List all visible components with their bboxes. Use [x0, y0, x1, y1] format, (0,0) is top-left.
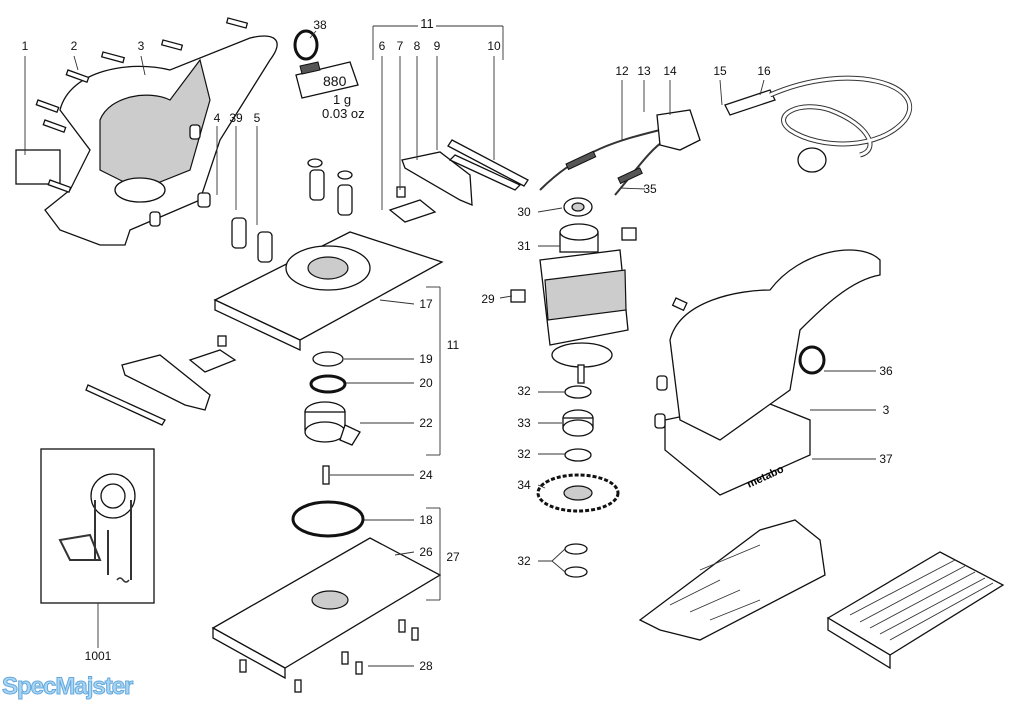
- grease-code: 880: [323, 73, 347, 89]
- sanding-pad-part: [211, 537, 442, 680]
- callout-12: 12: [615, 64, 629, 78]
- callout-4: 4: [214, 111, 221, 125]
- gear-bearing-parts: [536, 385, 620, 578]
- leader-line: [379, 299, 415, 305]
- base-plate-part: [213, 231, 444, 352]
- callout-5: 5: [254, 111, 261, 125]
- callout-39: 39: [229, 111, 243, 125]
- leader-line: [719, 79, 723, 106]
- callout-38: 38: [313, 18, 327, 32]
- callout-22: 22: [419, 416, 433, 430]
- callout-24: 24: [419, 468, 433, 482]
- seal-ring-part: [291, 500, 365, 538]
- callout-3: 3: [138, 39, 145, 53]
- leader-line: [537, 207, 563, 213]
- callout-33: 33: [517, 416, 531, 430]
- callout-10: 10: [487, 39, 501, 53]
- housing-half-part: [44, 35, 278, 246]
- callout-32: 32: [517, 447, 531, 461]
- callout-32: 32: [517, 554, 531, 568]
- leader-line: [538, 548, 566, 573]
- pad-screws-part: [239, 619, 419, 693]
- leader-line: [499, 295, 513, 299]
- callout-27: 27: [446, 550, 460, 564]
- callout-17: 17: [419, 297, 433, 311]
- watermark: SpecMajster: [1, 673, 133, 700]
- leader-line: [537, 484, 546, 489]
- callout-1: 1: [22, 39, 29, 53]
- callout-9: 9: [434, 39, 441, 53]
- callout-32: 32: [517, 384, 531, 398]
- callout-19: 19: [419, 352, 433, 366]
- callout-30: 30: [517, 205, 531, 219]
- leader-lines: [24, 25, 876, 667]
- callout-8: 8: [414, 39, 421, 53]
- callout-35: 35: [643, 182, 657, 196]
- callout-14: 14: [663, 64, 677, 78]
- leader-line: [309, 30, 317, 39]
- callout-18: 18: [419, 513, 433, 527]
- grease-label: 880 1 g 0.03 oz: [322, 73, 365, 121]
- leader-line: [619, 187, 646, 190]
- callout-1001: 1001: [85, 649, 112, 663]
- callout-11: 11: [447, 338, 460, 352]
- callout-7: 7: [397, 39, 404, 53]
- leader-line: [364, 508, 441, 600]
- pad-clamp-parts: [388, 139, 529, 223]
- callout-2: 2: [71, 39, 78, 53]
- callout-31: 31: [517, 239, 531, 253]
- grease-weight-oz: 0.03 oz: [322, 106, 365, 121]
- callout-20: 20: [419, 376, 433, 390]
- motor-armature-part: [510, 197, 637, 384]
- leader-line: [394, 551, 415, 556]
- callout-29: 29: [481, 292, 495, 306]
- bushings-part: [149, 124, 353, 263]
- screws-part: [35, 17, 249, 194]
- leader-line: [73, 55, 79, 71]
- callout-3: 3: [883, 403, 890, 417]
- bearing-stack-parts: [304, 351, 361, 485]
- wiring-diagram-inset: [40, 448, 155, 604]
- callout-11: 11: [420, 16, 434, 31]
- power-cord-part: [539, 75, 913, 196]
- callout-15: 15: [713, 64, 727, 78]
- o-ring-part: [293, 29, 319, 61]
- leader-line: [140, 55, 146, 76]
- assembled-sander-part: metabo: [654, 249, 881, 496]
- callout-6: 6: [379, 39, 386, 53]
- callout-26: 26: [419, 545, 433, 559]
- callout-13: 13: [637, 64, 651, 78]
- leader-line: [372, 25, 504, 60]
- grease-tube-part: [295, 61, 359, 99]
- callout-28: 28: [419, 659, 433, 673]
- grease-weight: 1 g: [333, 92, 351, 107]
- leader-line: [759, 79, 765, 96]
- label-plate-part: [15, 149, 61, 185]
- callout-16: 16: [757, 64, 771, 78]
- callout-34: 34: [517, 478, 531, 492]
- filter-part: [826, 551, 1005, 670]
- callout-36: 36: [879, 364, 893, 378]
- lower-clamp-parts: [85, 335, 237, 426]
- callout-37: 37: [879, 452, 893, 466]
- dust-shroud-part: [638, 519, 826, 641]
